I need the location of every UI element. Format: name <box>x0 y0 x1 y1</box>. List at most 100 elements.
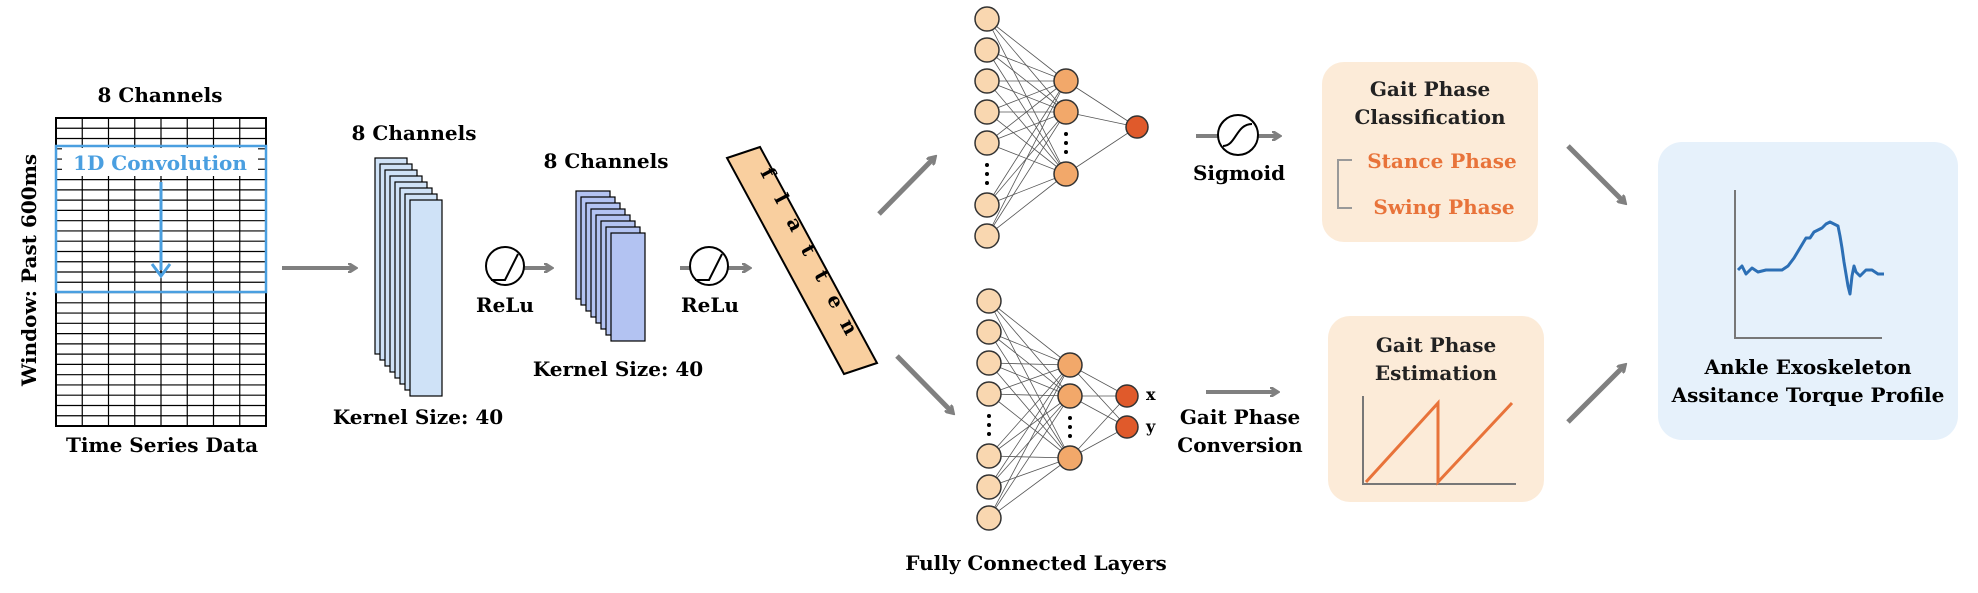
input-block: 8 Channels 1D Convolution Window: Past 6… <box>17 83 268 457</box>
conversion-block: Gait Phase Conversion <box>1177 392 1303 457</box>
ellipsis-dot <box>987 432 991 436</box>
hidden-node <box>1053 99 1079 125</box>
time-series-label: Time Series Data <box>66 433 258 457</box>
output-title-line2: Assitance Torque Profile <box>1671 383 1945 407</box>
output-node <box>1125 115 1149 139</box>
network-edge <box>988 457 1071 519</box>
conv2-feature-maps <box>575 190 646 342</box>
network-edge <box>986 80 1067 113</box>
sigmoid-label: Sigmoid <box>1193 161 1285 185</box>
conv2-kernel-label: Kernel Size: 40 <box>533 357 703 381</box>
estimation-title-line1: Gait Phase <box>1376 333 1496 357</box>
network-edge <box>988 395 1071 519</box>
ellipsis-dot <box>1064 132 1068 136</box>
output-node <box>1115 415 1139 439</box>
conv2-block: 8 Channels Kernel Size: 40 <box>533 149 703 381</box>
network-edge <box>988 364 1071 457</box>
network-edge <box>986 49 1067 82</box>
phase-bracket <box>1337 159 1352 209</box>
relu1-label: ReLu <box>476 293 534 317</box>
input-node <box>974 130 1000 156</box>
sigmoid-block: Sigmoid <box>1193 114 1285 185</box>
input-node <box>976 319 1002 345</box>
network-edge <box>986 18 1067 82</box>
conversion-label-line2: Conversion <box>1177 433 1303 457</box>
relu1-activation-icon <box>485 246 525 286</box>
classification-panel: Gait Phase Classification Stance Phase S… <box>1322 62 1538 242</box>
network-edge <box>988 457 1071 488</box>
estimation-axes <box>1362 396 1516 485</box>
estimation-title-line2: Estimation <box>1375 361 1498 385</box>
sawtooth-phase-line <box>1364 399 1514 486</box>
arrow-to-lower-branch <box>895 354 952 412</box>
torque-axes <box>1734 190 1882 339</box>
output-node <box>1115 384 1139 408</box>
relu2-curve <box>695 253 723 281</box>
stance-phase-label: Stance Phase <box>1367 149 1517 173</box>
conv-window-highlight <box>54 144 268 294</box>
network-edge <box>986 173 1067 237</box>
network-edge <box>1065 126 1138 175</box>
network-edge <box>986 80 1067 237</box>
input-node <box>976 381 1002 407</box>
fc-layers-label: Fully Connected Layers <box>905 551 1166 575</box>
network-edge <box>986 173 1067 206</box>
conv1-block: 8 Channels Kernel Size: 40 <box>333 121 503 429</box>
swing-phase-label: Swing Phase <box>1373 195 1514 219</box>
network-edge <box>988 364 1071 488</box>
conv-direction-arrowhead <box>150 263 172 279</box>
ellipsis-dot <box>987 423 991 427</box>
output-y-label: y <box>1145 417 1156 436</box>
network-edge <box>988 331 1071 366</box>
arrow-classification-to-output <box>1566 144 1624 202</box>
ellipsis-dot <box>1064 150 1068 154</box>
hidden-node <box>1057 383 1083 409</box>
upper-fc-network <box>974 6 1149 249</box>
classification-title-line2: Classification <box>1355 105 1506 129</box>
relu2-label: ReLu <box>681 293 739 317</box>
input-node <box>974 223 1000 249</box>
hidden-node <box>1053 161 1079 187</box>
ellipsis-dot <box>1068 434 1072 438</box>
hidden-node <box>1053 68 1079 94</box>
input-node <box>976 474 1002 500</box>
output-x-label: x <box>1146 385 1156 404</box>
network-edge <box>988 364 1071 519</box>
network-edges <box>986 18 1138 237</box>
torque-profile-line <box>1736 220 1884 296</box>
input-node <box>974 6 1000 32</box>
network-edge <box>988 393 1071 397</box>
estimation-panel: Gait Phase Estimation <box>1328 316 1544 502</box>
ellipsis-dot <box>985 163 989 167</box>
network-edge <box>1065 80 1138 128</box>
network-edge <box>988 364 1071 395</box>
ellipsis-dot <box>987 414 991 418</box>
input-node <box>974 68 1000 94</box>
conv1-channels-label: 8 Channels <box>352 121 477 145</box>
network-edge <box>986 111 1067 144</box>
relu2-activation-icon <box>689 246 729 286</box>
network-edge <box>1069 395 1128 459</box>
arrow-estimation-to-output <box>1566 366 1624 424</box>
network-edge <box>986 80 1067 144</box>
network-edge <box>988 362 1071 366</box>
classification-panel-bg <box>1322 62 1538 242</box>
hidden-node <box>1057 352 1083 378</box>
conv2-channels-label: 8 Channels <box>544 149 669 173</box>
output-panel-bg <box>1658 142 1958 440</box>
input-node <box>974 99 1000 125</box>
output-panel: Ankle Exoskeleton Assitance Torque Profi… <box>1658 142 1958 440</box>
network-edges <box>988 300 1128 519</box>
hidden-node <box>1057 445 1083 471</box>
lower-fc-network <box>976 288 1139 531</box>
ellipsis-dot <box>985 172 989 176</box>
classification-title-line1: Gait Phase <box>1370 77 1490 101</box>
feature-map-layer <box>409 199 443 397</box>
conv-label-background <box>62 148 258 176</box>
network-edge <box>986 111 1067 237</box>
conv1-feature-maps <box>374 157 443 397</box>
conversion-label-line1: Gait Phase <box>1180 405 1300 429</box>
